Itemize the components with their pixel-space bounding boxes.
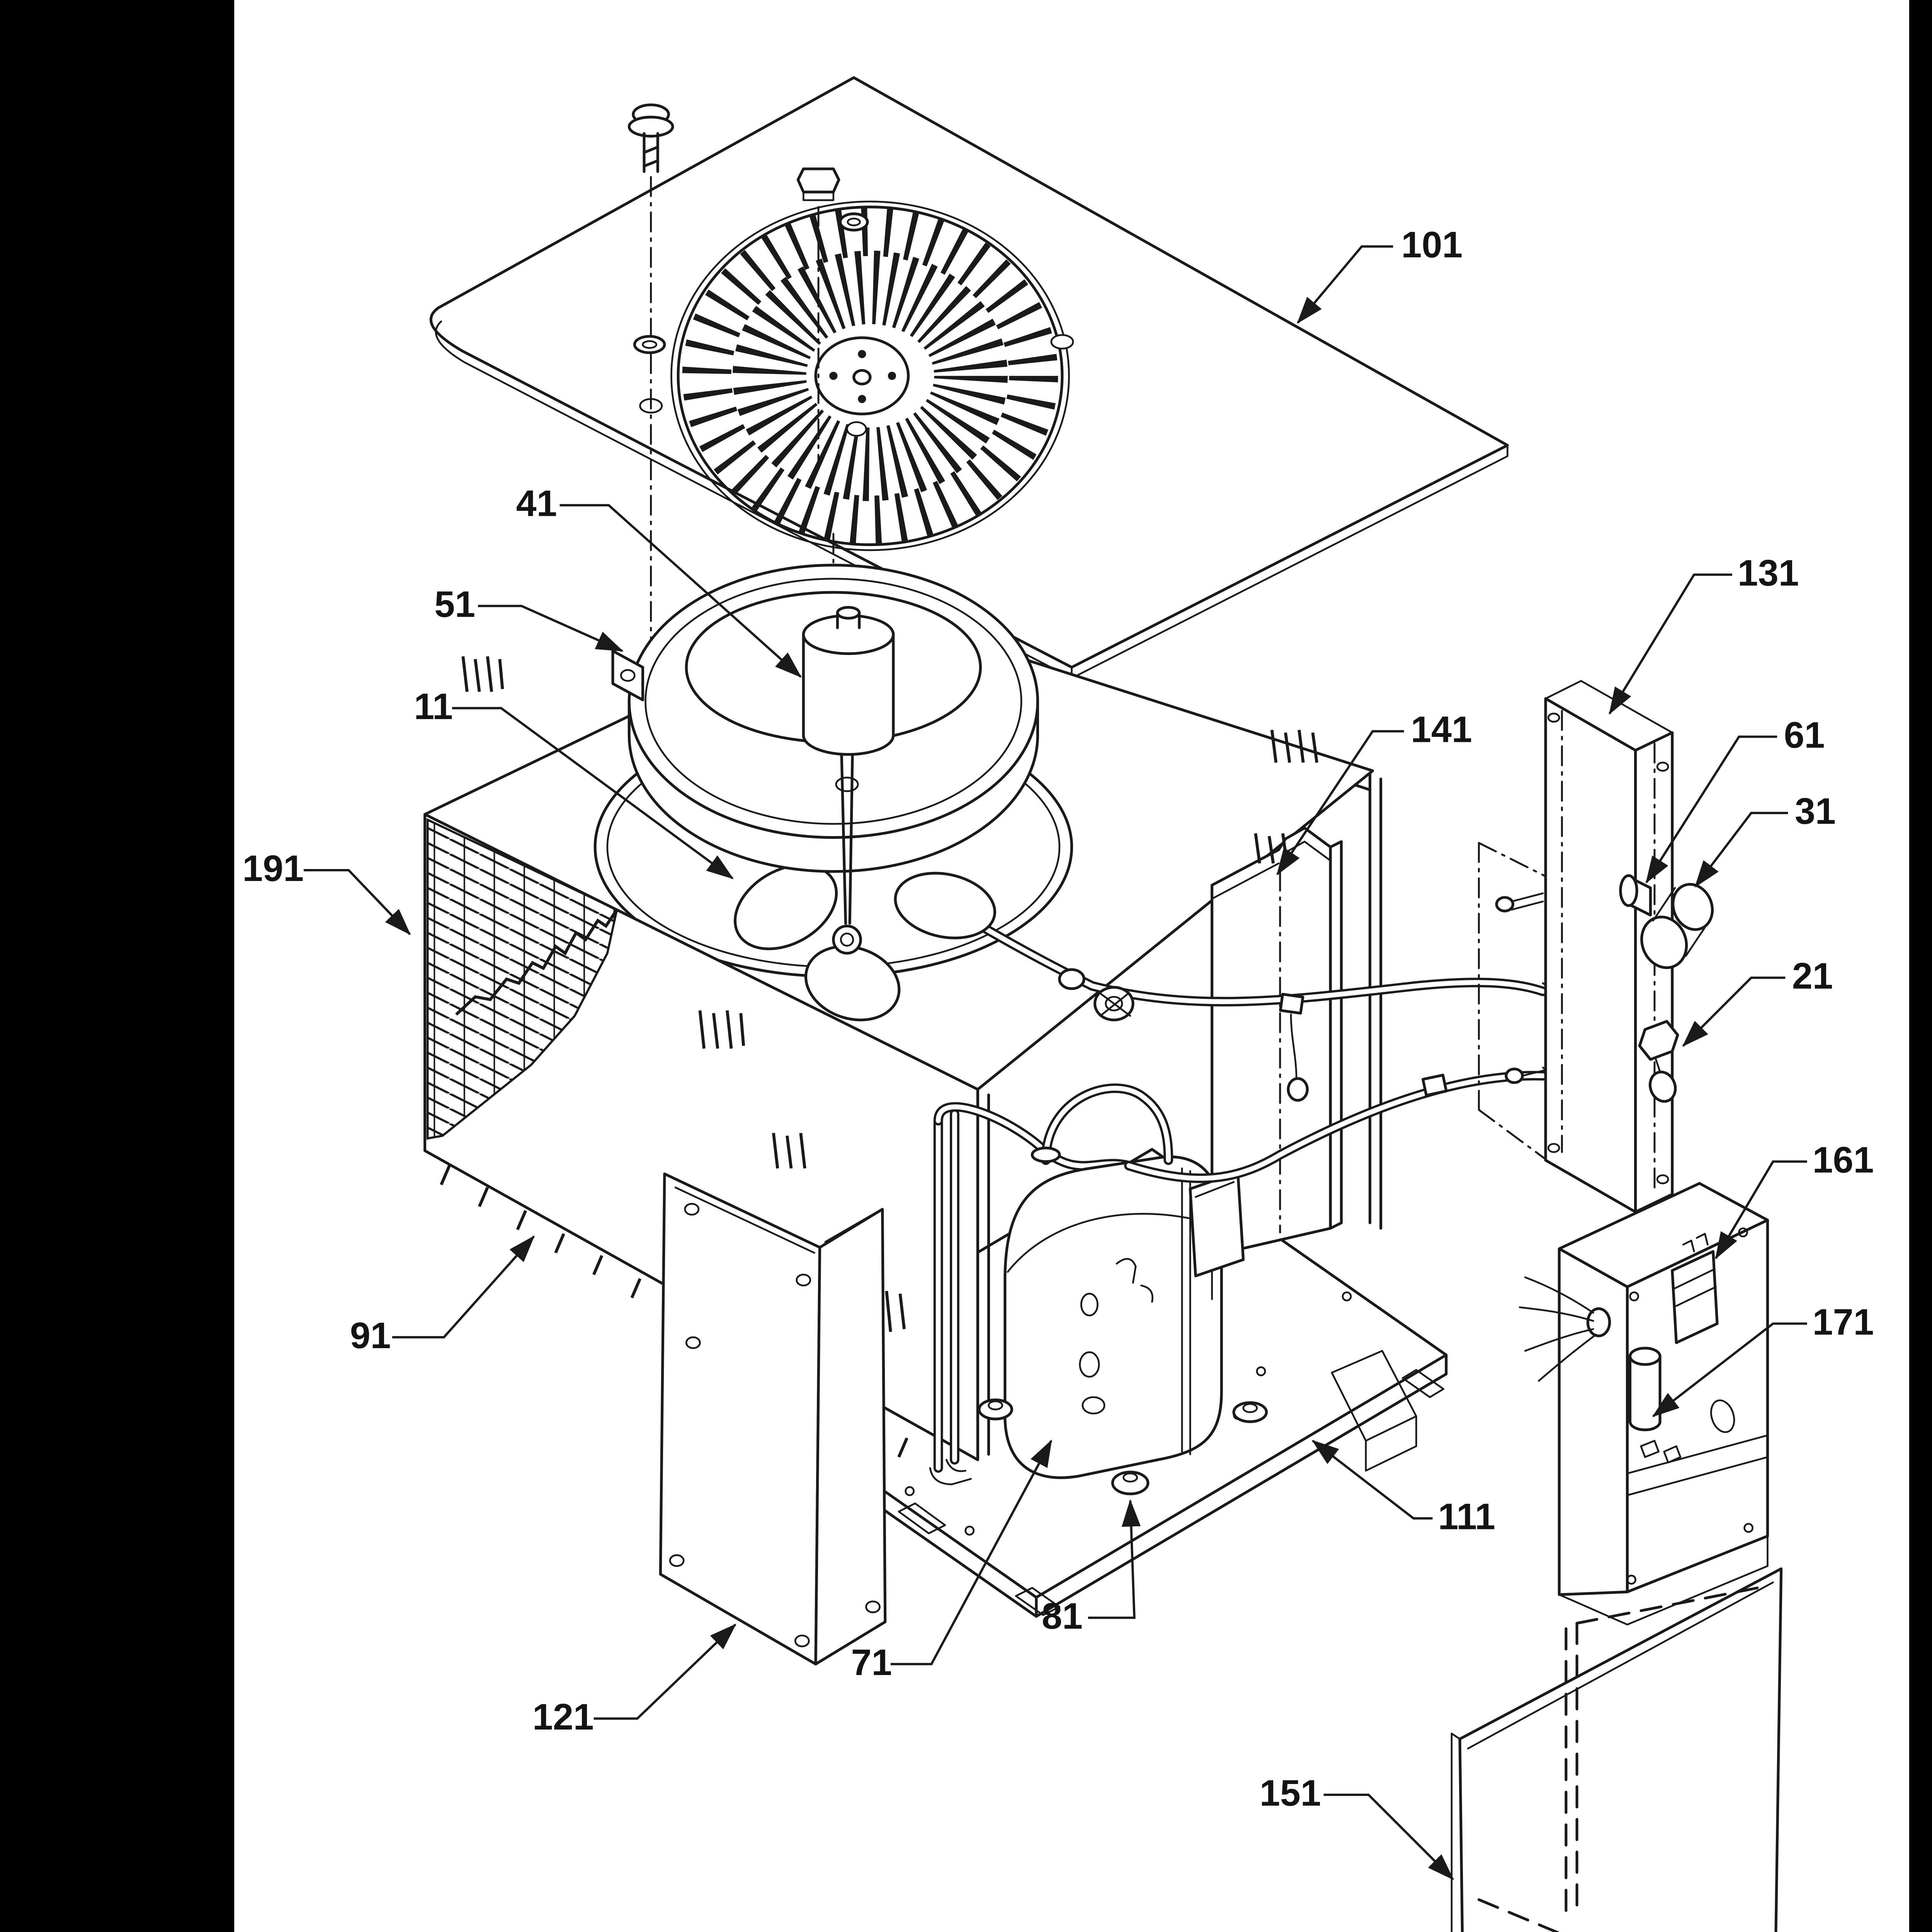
callout-121-label: 121 [532, 1697, 594, 1738]
callout-61-leader [1645, 735, 1777, 884]
fan-grille [670, 201, 1070, 551]
fan-motor-41 [802, 606, 895, 925]
tube-union [1421, 1073, 1448, 1097]
fan-blade-11 [733, 864, 996, 1022]
callout-31-leader [1694, 811, 1788, 888]
callout-71-leader [890, 1439, 1053, 1665]
callout-21-leader [1682, 976, 1786, 1047]
callout-191-label: 191 [242, 848, 304, 889]
tube-grommet [1058, 968, 1085, 990]
callout-91-label: 91 [350, 1315, 391, 1356]
callout-161-label: 161 [1813, 1139, 1874, 1180]
callout-171-leader [1652, 1322, 1807, 1417]
hex-nut [796, 167, 869, 232]
callout-141-label: 141 [1411, 709, 1472, 750]
callout-11-leader [452, 707, 734, 879]
service-stem [1290, 1014, 1298, 1080]
callout-111-leader [1311, 1440, 1433, 1520]
callout-51-leader [478, 605, 624, 652]
panel-screw-hole [1050, 334, 1074, 350]
callout-31-label: 31 [1795, 791, 1836, 832]
callout-101-label: 101 [1401, 224, 1463, 265]
callout-191-leader [303, 869, 411, 935]
refrigerant-tubes [948, 905, 1563, 1183]
callout-81-label: 81 [1042, 1596, 1083, 1637]
callout-41-label: 41 [516, 483, 557, 524]
tear-marks [772, 1133, 806, 1169]
callout-161-leader [1714, 1160, 1807, 1260]
callout-131-label: 131 [1738, 553, 1799, 594]
cabinet-cut-edge [976, 1088, 990, 1461]
callout-21-label: 21 [1792, 956, 1833, 997]
fan-hub [832, 924, 862, 955]
hinge-pin [1510, 892, 1544, 911]
service-valve-31 [1640, 883, 1714, 969]
callout-111-label: 111 [1438, 1497, 1495, 1537]
tube-union [1279, 993, 1304, 1015]
screw-and-washer [628, 103, 674, 354]
capacitor-171 [1628, 1347, 1662, 1431]
callout-81-leader [1088, 1499, 1141, 1619]
callout-51-label: 51 [434, 584, 475, 625]
mounting-position-dashes [1478, 842, 1551, 1162]
callout-141-leader [1276, 730, 1404, 876]
callout-151-label: 151 [1260, 1773, 1321, 1814]
access-panel-151 [1451, 1567, 1783, 1932]
wiring-harness [1519, 1276, 1611, 1382]
cabinet-corner-edge [1368, 772, 1383, 1230]
callouts: 101 41 51 11 191 91 121 71 81 111 131 14… [242, 224, 1874, 1880]
callout-131-leader [1609, 573, 1732, 715]
tear-marks [698, 1010, 745, 1049]
motor-shaft [840, 753, 854, 925]
shroud-front-hole [835, 777, 859, 792]
compressor-71 [929, 1083, 1268, 1495]
grille-hub-bolt [846, 421, 867, 437]
compressor-grommets-81 [978, 1398, 1268, 1495]
callout-11-label: 11 [414, 686, 453, 727]
tear-marks [1270, 730, 1318, 763]
pan-corner-bracket [1331, 1350, 1417, 1472]
callout-121-leader [594, 1623, 736, 1720]
callout-91-leader [392, 1235, 535, 1338]
service-valve-21 [1638, 1020, 1679, 1103]
panel-hidden-line [1477, 1898, 1560, 1932]
tear-marks [461, 656, 504, 692]
panel-hidden-line [1575, 1585, 1766, 1625]
shroud-tab [611, 650, 644, 701]
callout-171-label: 171 [1813, 1302, 1874, 1343]
callout-101-leader [1297, 245, 1393, 324]
torn-metal-edge [455, 909, 618, 1016]
contactor [1671, 1233, 1719, 1344]
callout-71-label: 71 [851, 1642, 892, 1683]
service-valve-61 [1619, 874, 1652, 917]
callout-61-label: 61 [1784, 715, 1825, 756]
callout-151-leader [1323, 1793, 1454, 1880]
callout-41-leader [560, 504, 802, 678]
corner-panel-121 [659, 1172, 887, 1666]
top-panel-101 [429, 76, 1509, 679]
panel-hidden-line [1565, 1622, 1578, 1919]
